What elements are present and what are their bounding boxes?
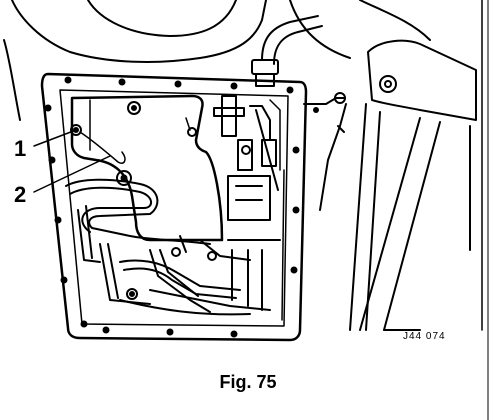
filler-pipe	[251, 15, 323, 87]
callout-leader-1	[33, 129, 77, 147]
oil-tubes	[65, 178, 271, 316]
callout-leader-2	[33, 155, 111, 193]
callout-label-2: 2	[14, 182, 27, 207]
callout-label-1: 1	[14, 136, 27, 161]
selector-cable	[303, 92, 347, 211]
valve-body-cover-plate	[70, 94, 224, 242]
oil-pan-frame	[40, 72, 308, 342]
pan-inner-details	[89, 99, 285, 321]
valve-body-components	[213, 95, 281, 311]
housing-outline	[3, 0, 489, 420]
right-bracket	[349, 39, 477, 331]
frame-bolt-holes	[44, 76, 300, 338]
figure-caption: Fig. 75	[219, 372, 277, 392]
drawing-reference-code: J44 074	[403, 331, 446, 342]
